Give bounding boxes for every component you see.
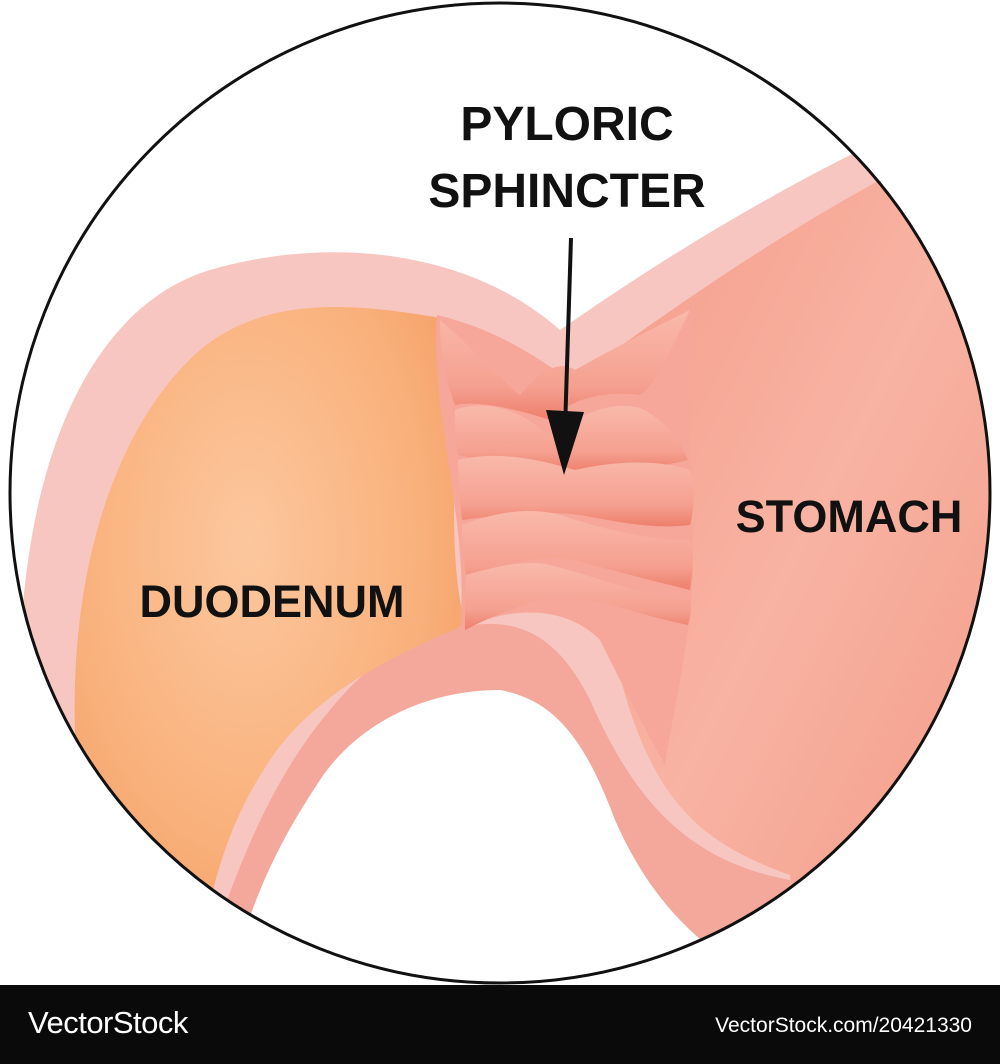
pointer-arrow-shaft — [563, 237, 573, 431]
fold-1 — [440, 310, 690, 420]
lower-wall — [200, 623, 800, 983]
title-line-2: SPHINCTER — [428, 165, 705, 218]
duodenum-body — [70, 307, 465, 983]
pointer-arrow-head — [546, 410, 584, 475]
stomach-label: STOMACH — [736, 491, 963, 542]
image-credit: VectorStock.com/20421330 — [715, 1014, 972, 1037]
pyloric-sphincter-diagram: PYLORIC SPHINCTER DUODENUM STOMACH — [8, 1, 992, 985]
frame-circle — [8, 1, 992, 985]
fold-3 — [458, 455, 694, 527]
duodenum-label: DUODENUM — [140, 576, 405, 627]
fold-5 — [465, 563, 691, 630]
brand-logo-text[interactable]: VectorStock — [28, 1005, 188, 1040]
title-line-1: PYLORIC — [460, 98, 673, 151]
footer-bar: VectorStock VectorStock.com/20421330 — [0, 985, 1000, 1064]
fold-4 — [462, 510, 693, 590]
